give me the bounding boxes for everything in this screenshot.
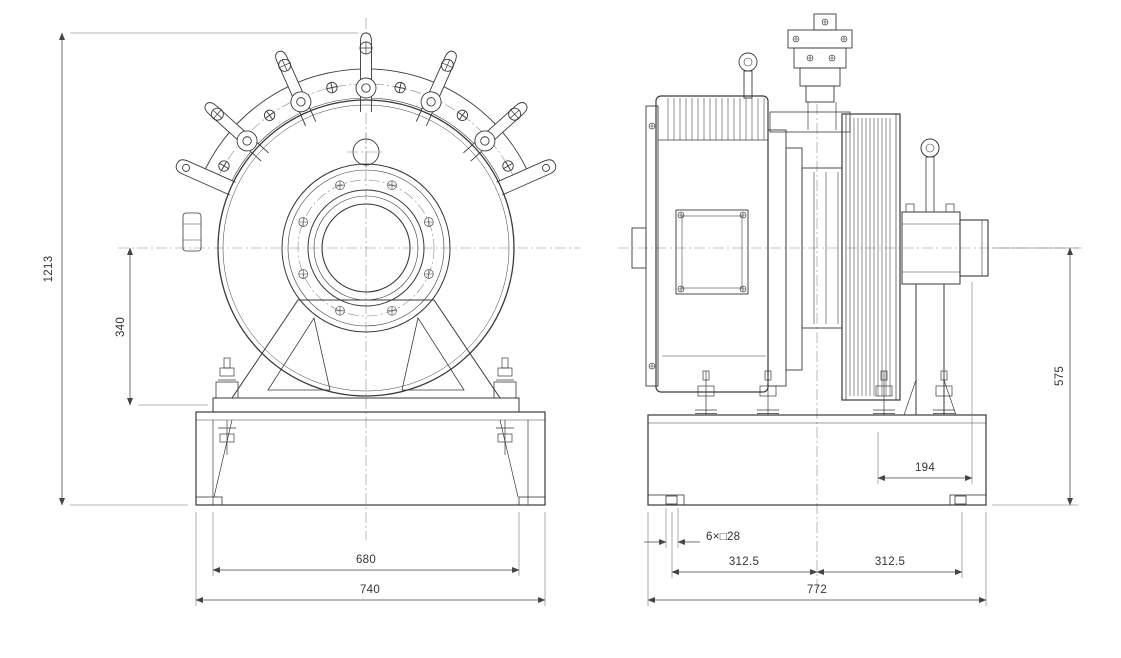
top-pivot-bore xyxy=(347,133,385,171)
motor-housing-side xyxy=(631,95,769,393)
brake-release-arm xyxy=(173,156,236,196)
mount-hole-square xyxy=(665,495,678,505)
dimension-shaft-height: 575 xyxy=(992,247,1078,506)
brake-screw-icon xyxy=(216,158,232,174)
dimension-bearing-offset: 194 xyxy=(877,282,973,484)
dimension-bolt-pitch-left: 312.5 xyxy=(671,512,963,578)
cable-entry-box xyxy=(182,212,202,252)
dimension-total-height: 1213 xyxy=(43,32,358,506)
dimension-label-base-length: 772 xyxy=(807,584,827,596)
dimension-bolt-pitch-right: 312.5 xyxy=(816,556,963,575)
dimension-label-bolt-pitch-left: 312.5 xyxy=(729,556,759,568)
dimension-mount-span: 680 xyxy=(212,512,520,576)
brake-screw-icon xyxy=(325,80,339,95)
brake-lever xyxy=(199,96,273,165)
dimension-label-center-height: 340 xyxy=(115,317,127,337)
anchor-bolts-front xyxy=(218,420,514,455)
bearing-pedestal xyxy=(901,138,989,416)
dimension-label-total-height: 1213 xyxy=(43,256,55,283)
front-view: 1213 340 680 740 xyxy=(43,18,580,606)
mount-hole-square xyxy=(954,495,967,505)
cover-screw-icon xyxy=(648,362,656,370)
brake-coupling xyxy=(767,111,851,387)
dimension-label-mount-span: 680 xyxy=(356,554,376,566)
terminal-box xyxy=(675,209,749,295)
rope-grooves xyxy=(849,118,891,396)
brake-screw-icon xyxy=(454,107,471,124)
traction-sheave xyxy=(841,113,901,401)
dimension-base-width: 740 xyxy=(195,512,546,606)
dimension-label-bolt-pitch-right: 312.5 xyxy=(875,556,905,568)
top-brake-unit xyxy=(738,13,853,130)
eyebolt-icon xyxy=(920,138,940,158)
dimension-label-mount-holes: 6×□28 xyxy=(706,531,740,543)
dimension-center-height: 340 xyxy=(115,247,208,406)
dimension-base-length: 772 xyxy=(647,512,987,606)
brake-screw-icon xyxy=(393,80,407,95)
lifting-lug-icon xyxy=(738,52,758,72)
cooling-fins xyxy=(667,98,765,140)
dimension-mount-holes: 6×□28 xyxy=(644,508,740,548)
machine-base-side xyxy=(647,370,987,506)
brake-lever xyxy=(459,96,533,165)
drive-shaft xyxy=(959,219,989,277)
dimension-label-shaft-height: 575 xyxy=(1054,366,1066,386)
brake-release-arm xyxy=(496,156,559,196)
dimension-label-base-width: 740 xyxy=(360,584,380,596)
dimension-label-bearing-offset: 194 xyxy=(915,462,935,474)
brake-screw-icon xyxy=(500,158,516,174)
brake-assembly xyxy=(173,32,559,196)
side-view: 575 194 6×□28 312.5 312.5 772 xyxy=(618,13,1082,606)
machine-base-front xyxy=(195,357,546,506)
foot-bolt xyxy=(217,357,237,381)
brake-screw-icon xyxy=(261,107,278,124)
foot-bolt xyxy=(495,357,515,381)
cover-screw-icon xyxy=(648,122,656,130)
